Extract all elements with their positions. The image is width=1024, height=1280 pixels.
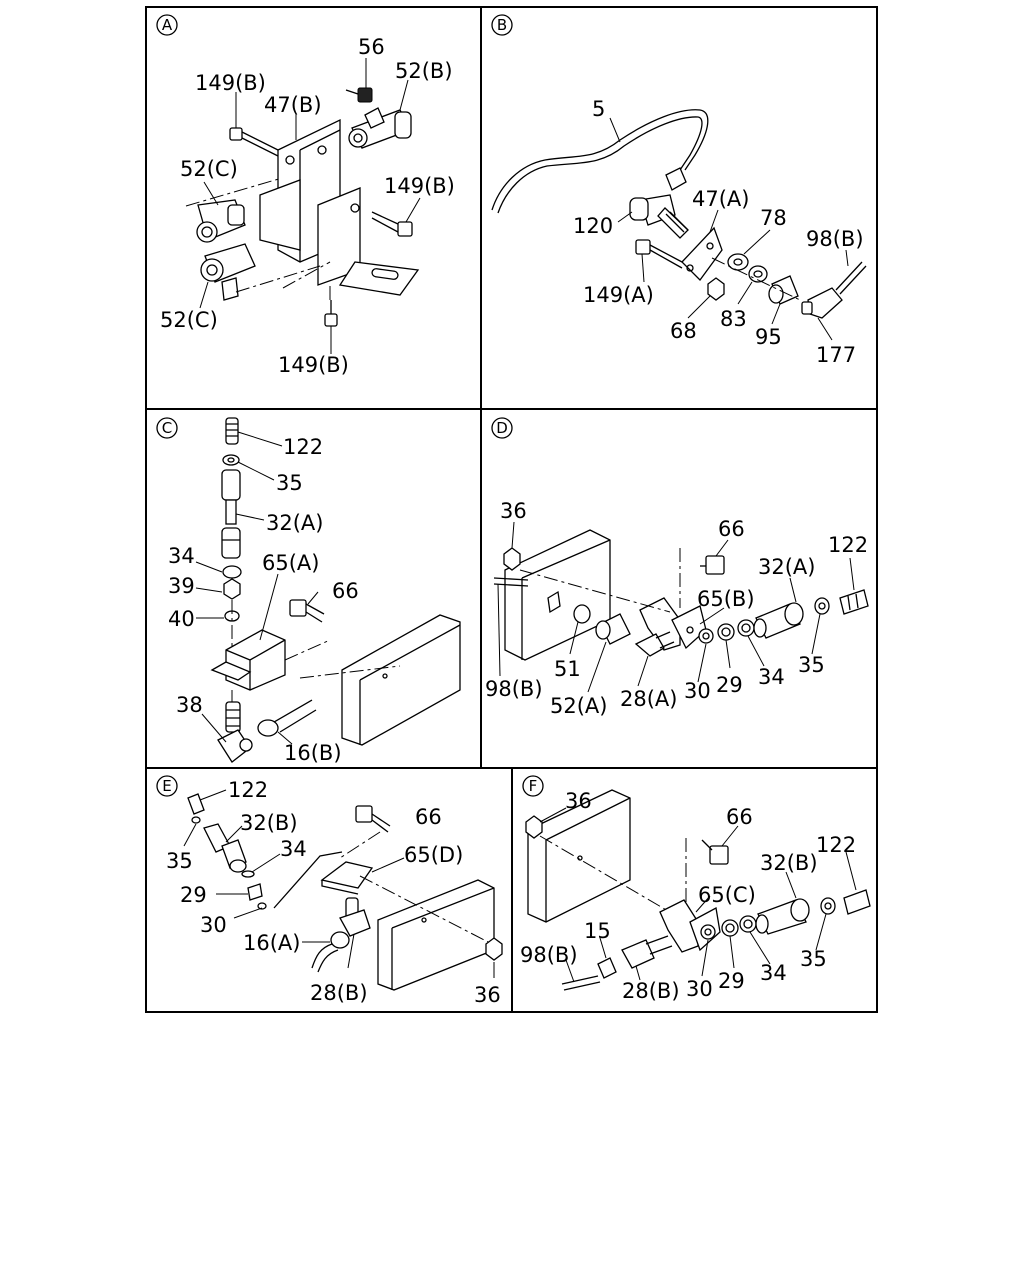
svg-text:122: 122 xyxy=(283,435,323,459)
svg-text:36: 36 xyxy=(474,983,501,1007)
svg-text:98(B): 98(B) xyxy=(806,227,864,251)
svg-text:39: 39 xyxy=(168,574,195,598)
svg-text:149(B): 149(B) xyxy=(195,71,266,95)
svg-text:28(B): 28(B) xyxy=(622,979,680,1003)
svg-text:65(C): 65(C) xyxy=(698,883,756,907)
svg-text:149(B): 149(B) xyxy=(278,353,349,377)
svg-text:28(A): 28(A) xyxy=(620,687,677,711)
svg-text:34: 34 xyxy=(168,544,195,568)
panel-c-drawing xyxy=(195,417,461,763)
svg-text:30: 30 xyxy=(684,679,711,703)
svg-text:122: 122 xyxy=(816,833,856,857)
panel-f-labels: 36 66 122 32(B) 65(C) 15 98(B) 28(B) 30 … xyxy=(520,789,856,1003)
svg-text:30: 30 xyxy=(686,977,713,1001)
svg-text:36: 36 xyxy=(565,789,592,813)
svg-text:29: 29 xyxy=(180,883,207,907)
svg-text:16(B): 16(B) xyxy=(284,741,342,765)
panel-c-labels: 122 35 32(A) 34 65(A) 39 66 40 38 16(B) xyxy=(168,435,359,765)
svg-text:38: 38 xyxy=(176,693,203,717)
svg-text:177: 177 xyxy=(816,343,856,367)
svg-text:36: 36 xyxy=(500,499,527,523)
svg-text:47(A): 47(A) xyxy=(692,187,749,211)
svg-text:32(A): 32(A) xyxy=(758,555,815,579)
svg-text:95: 95 xyxy=(755,325,782,349)
svg-text:66: 66 xyxy=(415,805,442,829)
svg-text:40: 40 xyxy=(168,607,195,631)
panel-e-drawing xyxy=(183,789,503,991)
svg-text:34: 34 xyxy=(280,837,307,861)
svg-text:122: 122 xyxy=(228,778,268,802)
panel-d-labels: 36 66 32(A) 122 65(B) 51 98(B) 52(A) 28(… xyxy=(485,499,868,718)
panel-letter-b: B xyxy=(491,14,513,36)
svg-text:66: 66 xyxy=(718,517,745,541)
panel-letter-a: A xyxy=(156,14,178,36)
diagram-frame xyxy=(145,6,878,1013)
panel-a-drawing xyxy=(185,58,421,354)
svg-text:52(C): 52(C) xyxy=(180,157,238,181)
svg-text:98(B): 98(B) xyxy=(485,677,543,701)
svg-text:56: 56 xyxy=(358,35,385,59)
svg-text:29: 29 xyxy=(718,969,745,993)
panel-letter-e: E xyxy=(156,775,178,797)
svg-text:29: 29 xyxy=(716,673,743,697)
svg-text:B: B xyxy=(497,16,507,34)
svg-text:32(B): 32(B) xyxy=(240,811,298,835)
svg-text:149(B): 149(B) xyxy=(384,174,455,198)
svg-text:32(A): 32(A) xyxy=(266,511,323,535)
svg-text:149(A): 149(A) xyxy=(583,283,654,307)
svg-text:16(A): 16(A) xyxy=(243,931,300,955)
svg-text:30: 30 xyxy=(200,913,227,937)
svg-text:66: 66 xyxy=(332,579,359,603)
svg-text:78: 78 xyxy=(760,206,787,230)
svg-text:52(A): 52(A) xyxy=(550,694,607,718)
svg-text:35: 35 xyxy=(166,849,193,873)
svg-text:C: C xyxy=(162,419,172,437)
svg-text:35: 35 xyxy=(800,947,827,971)
svg-text:28(B): 28(B) xyxy=(310,981,368,1005)
panel-letter-c: C xyxy=(156,417,178,439)
svg-text:65(B): 65(B) xyxy=(697,587,755,611)
panel-letter-f: F xyxy=(522,775,544,797)
svg-text:34: 34 xyxy=(760,961,787,985)
svg-text:52(C): 52(C) xyxy=(160,308,218,332)
panel-b-drawing xyxy=(491,109,867,341)
svg-text:35: 35 xyxy=(798,653,825,677)
svg-text:52(B): 52(B) xyxy=(395,59,453,83)
svg-text:66: 66 xyxy=(726,805,753,829)
svg-text:D: D xyxy=(496,419,508,437)
svg-text:A: A xyxy=(162,16,173,34)
panel-letter-d: D xyxy=(491,417,513,439)
svg-text:E: E xyxy=(162,777,171,795)
svg-text:15: 15 xyxy=(584,919,611,943)
svg-text:F: F xyxy=(529,777,538,795)
svg-text:32(B): 32(B) xyxy=(760,851,818,875)
svg-text:47(B): 47(B) xyxy=(264,93,322,117)
panel-e-labels: 122 32(B) 66 34 35 65(D) 29 30 16(A) 28(… xyxy=(166,778,501,1007)
panel-f-drawing xyxy=(525,789,871,991)
svg-text:5: 5 xyxy=(592,97,605,121)
panel-d-drawing xyxy=(493,521,869,693)
svg-text:35: 35 xyxy=(276,471,303,495)
svg-text:65(A): 65(A) xyxy=(262,551,319,575)
svg-text:51: 51 xyxy=(554,657,581,681)
svg-text:98(B): 98(B) xyxy=(520,943,578,967)
svg-text:83: 83 xyxy=(720,307,747,331)
svg-text:120: 120 xyxy=(573,214,613,238)
panel-a-labels: 56 52(B) 149(B) 47(B) 52(C) 149(B) 52(C)… xyxy=(160,35,455,377)
svg-text:68: 68 xyxy=(670,319,697,343)
svg-text:34: 34 xyxy=(758,665,785,689)
svg-text:65(D): 65(D) xyxy=(404,843,463,867)
svg-text:122: 122 xyxy=(828,533,868,557)
panel-b-labels: 5 47(A) 120 78 98(B) 149(A) 68 83 95 177 xyxy=(573,97,864,367)
